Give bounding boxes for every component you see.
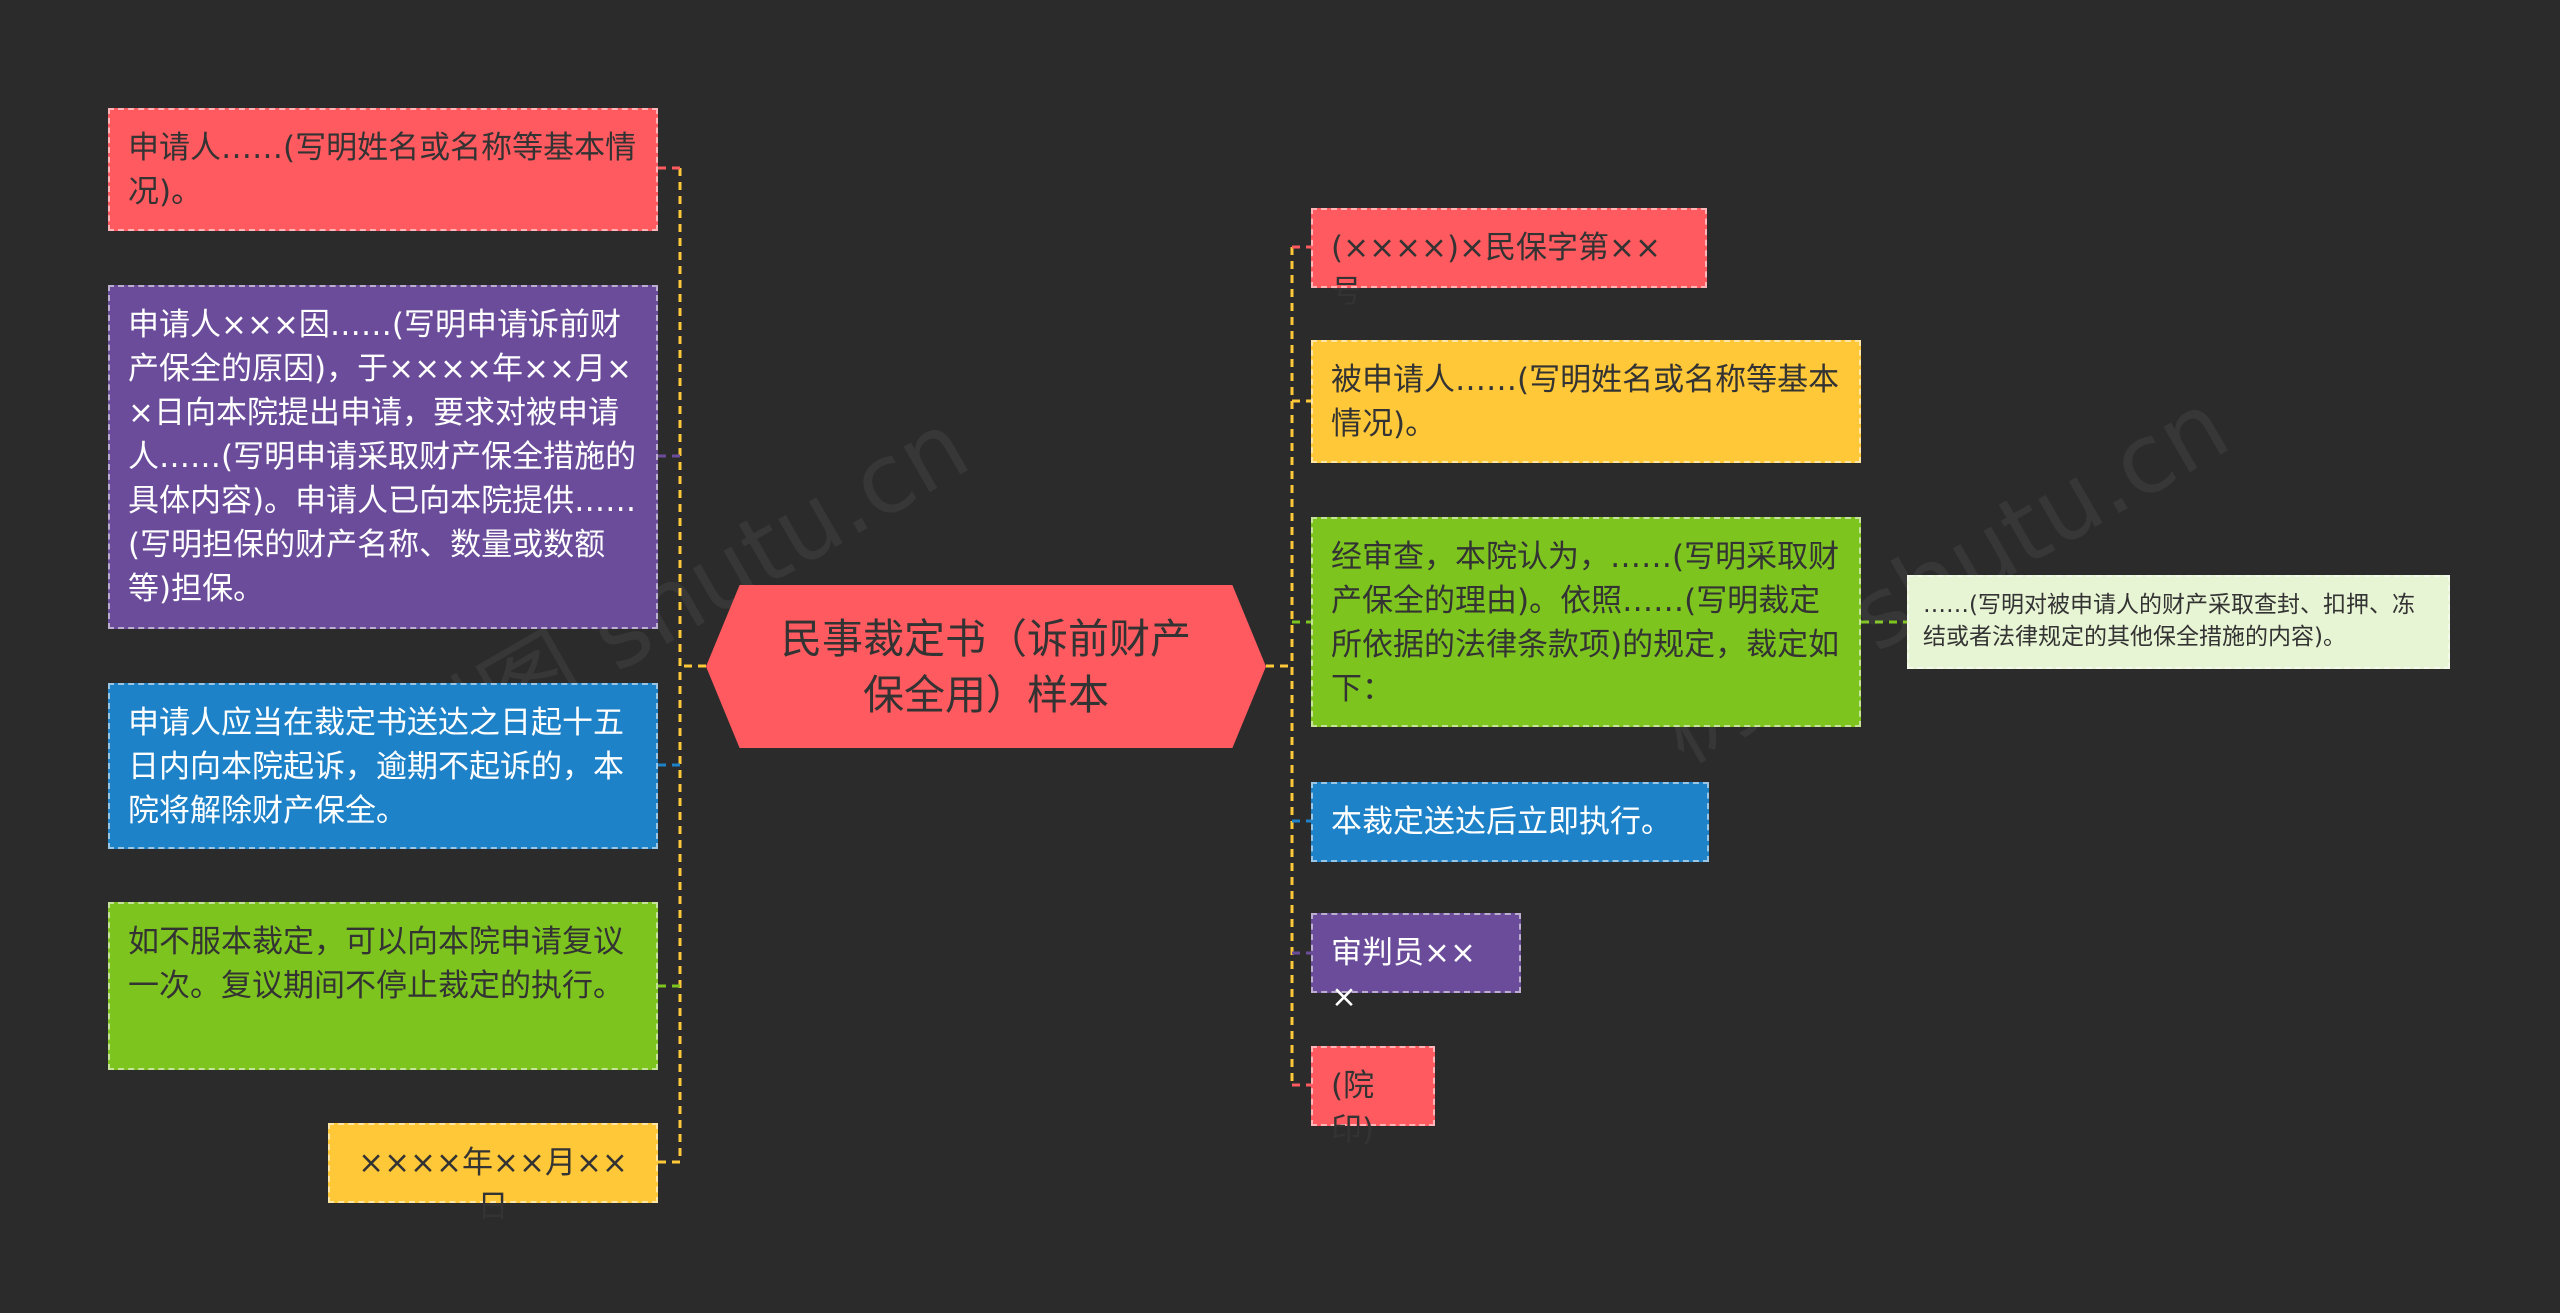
left-node-lawsuit-deadline[interactable]: 申请人应当在裁定书送达之日起十五日内向本院起诉，逾期不起诉的，本院将解除财产保全… — [108, 683, 658, 849]
sub-node-preservation-measures[interactable]: ……(写明对被申请人的财产采取查封、扣押、冻结或者法律规定的其他保全措施的内容)… — [1907, 575, 2450, 669]
right-node-execution[interactable]: 本裁定送达后立即执行。 — [1311, 782, 1709, 862]
central-topic[interactable]: 民事裁定书（诉前财产保全用）样本 — [706, 585, 1266, 748]
right-node-court-seal[interactable]: (院印) — [1311, 1046, 1435, 1148]
right-node-respondent[interactable]: 被申请人……(写明姓名或名称等基本情况)。 — [1311, 340, 1861, 463]
connector-left-trunk — [678, 168, 706, 1162]
right-node-judge[interactable]: 审判员××× — [1311, 913, 1521, 1015]
left-node-reconsideration[interactable]: 如不服本裁定，可以向本院申请复议一次。复议期间不停止裁定的执行。 — [108, 902, 658, 1070]
left-node-application-reason[interactable]: 申请人×××因……(写明申请诉前财产保全的原因)，于××××年××月××日向本院… — [108, 285, 658, 629]
connector-right-trunk — [1266, 247, 1294, 1085]
left-node-applicant[interactable]: 申请人……(写明姓名或名称等基本情况)。 — [108, 108, 658, 231]
right-node-review-opinion[interactable]: 经审查，本院认为，……(写明采取财产保全的理由)。依照……(写明裁定所依据的法律… — [1311, 517, 1861, 727]
right-node-case-number[interactable]: (××××)×民保字第××号 — [1311, 208, 1707, 310]
left-node-date[interactable]: ××××年××月××日 — [328, 1123, 658, 1225]
